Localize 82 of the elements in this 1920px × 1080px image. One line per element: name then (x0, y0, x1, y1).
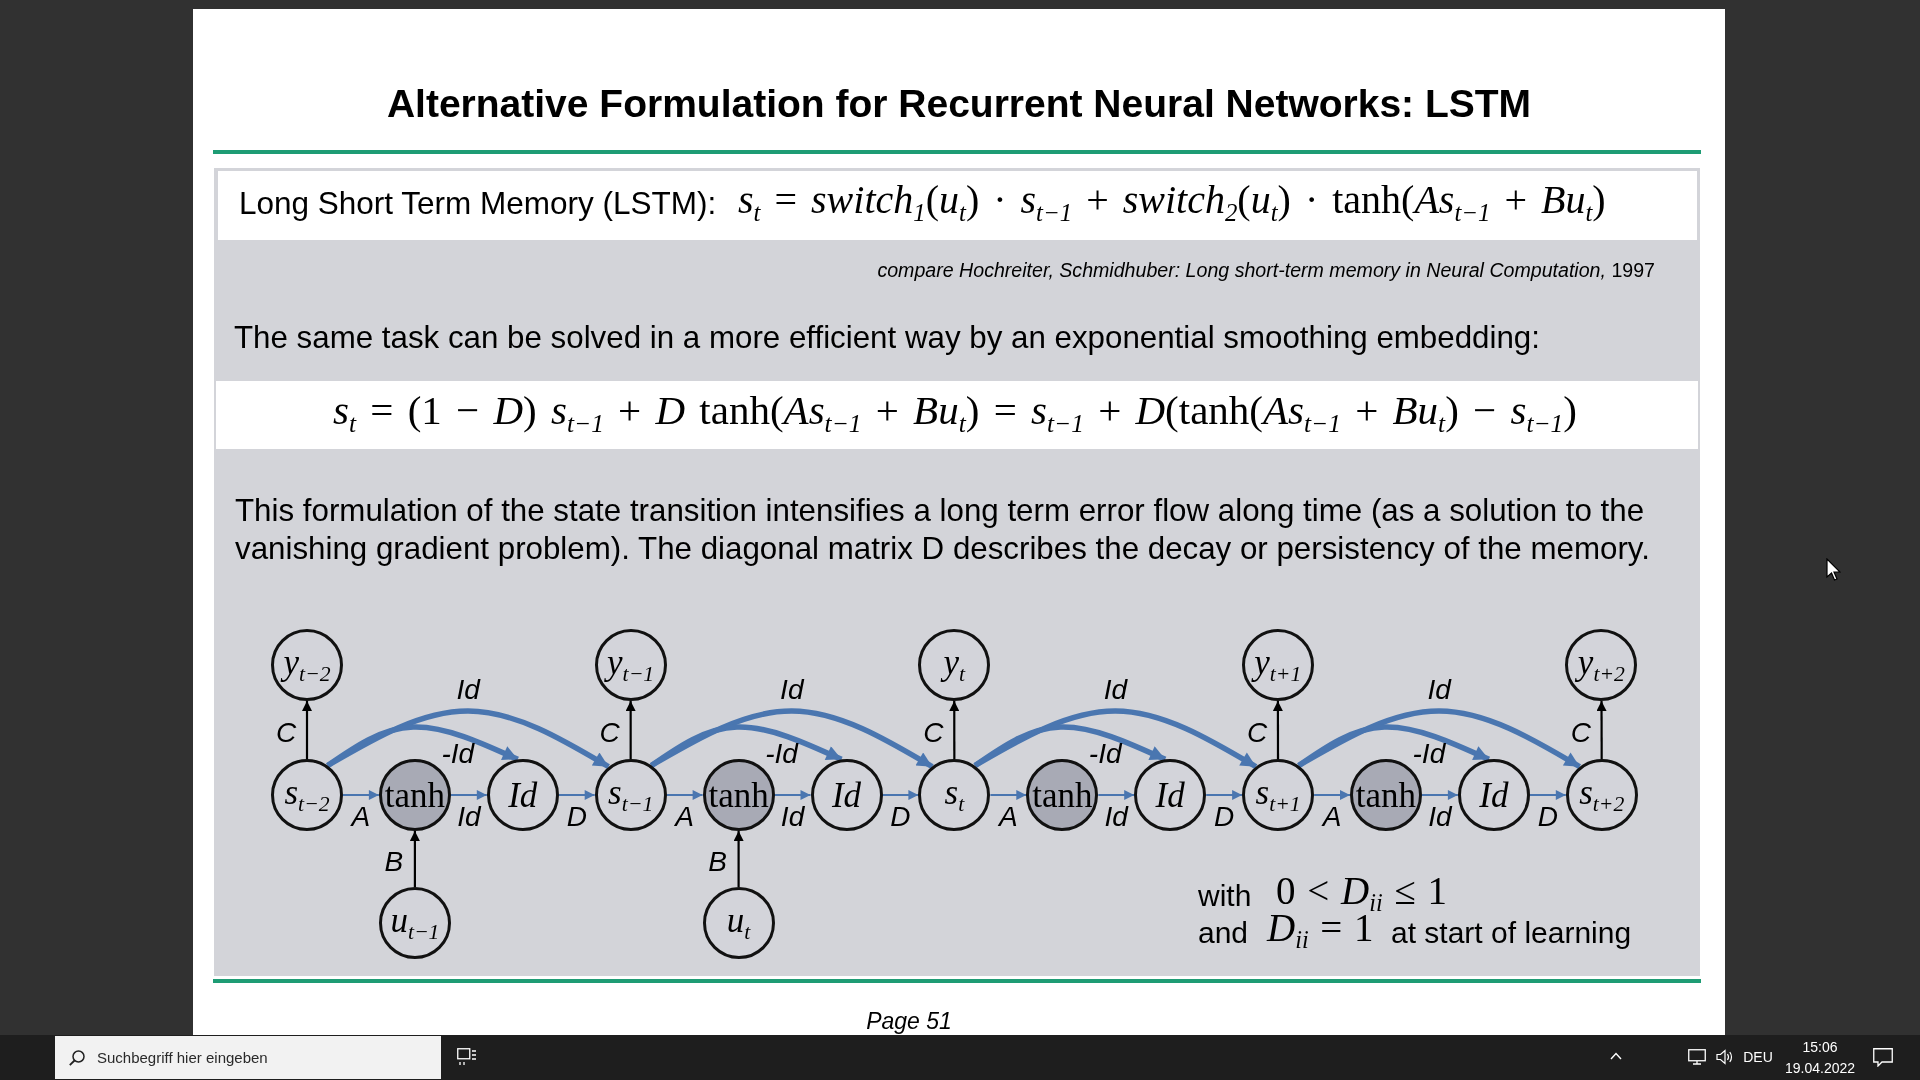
arrow (450, 790, 487, 800)
arrow (882, 790, 919, 800)
arrow (649, 724, 843, 768)
page-number: Page 51 (866, 1009, 952, 1033)
edge-label: D (1537, 803, 1558, 831)
node-label: tanh (708, 777, 769, 813)
edge-label: Id (1428, 803, 1452, 831)
arrow (409, 831, 420, 887)
node-label: s$_{t+2}$ (1579, 774, 1625, 816)
edge-label: -Id (1412, 740, 1446, 768)
node-label: s$_{t−2}$ (284, 774, 330, 816)
arrow (973, 724, 1167, 768)
arrow (558, 790, 595, 800)
slide-title: Alternative Formulation for Recurrent Neural Networks: LSTM (386, 83, 1532, 123)
node-label: Id (508, 777, 538, 813)
body-text: The same task can be solved in a more efficient way by an exponential smoothing embedding: (234, 322, 1540, 354)
node-label: u$_{t}$ (726, 902, 751, 944)
arrow (1098, 790, 1135, 800)
arrow (343, 790, 379, 800)
arrow (1314, 790, 1350, 800)
edge-label: Id (780, 803, 805, 831)
edge-label: Id (1427, 676, 1451, 704)
edge-label: Id (1104, 803, 1128, 831)
arrow (1422, 790, 1458, 800)
node-label: tanh (384, 777, 445, 813)
arrow (1529, 790, 1566, 800)
paragraph: This formulation of the state transition intensifies a long term error flow along time (as a solution to the vanishing gradient problem). The diagonal matrix D describes the decay or persistency of the memory. (235, 492, 1651, 568)
arrow (326, 724, 519, 768)
node-label: Id (1479, 777, 1509, 813)
citation-text: compare Hochreiter, Schmidhuber: Long short-term memory in Neural Computation, 1997 (877, 261, 1655, 281)
formula: 0 < D$_{ii}$ ≤ 1 (1276, 870, 1447, 916)
edge-label: C (599, 719, 620, 747)
edge-label: A (1322, 803, 1342, 831)
edge-label: -Id (765, 740, 798, 768)
edge-label: Id (456, 676, 480, 704)
arrow (1272, 701, 1283, 759)
condition-text: and (1198, 918, 1249, 948)
clock-date: 19.04.2022 (1784, 1061, 1856, 1075)
condition-text: at start of learning (1391, 918, 1632, 948)
edge-label: C (275, 719, 297, 747)
arrow (625, 701, 636, 759)
node-label: s$_{t−1}$ (608, 774, 654, 816)
condition-text: with (1198, 881, 1252, 911)
node-label: s$_{t}$ (944, 774, 965, 816)
arrow (1596, 701, 1607, 759)
edge-label: C (1570, 719, 1591, 747)
edge-label: B (384, 848, 404, 876)
edge-label: A (999, 803, 1018, 831)
edge-label: A (675, 803, 694, 831)
formula: s$_{t}$ = (1 − D) s$_{t−1}$ + D tanh(As$_{t−1}$ + Bu$_{t}$) = s$_{t−1}$ + D(tanh(As$_{t−1}$ + Bu$_{t}$) − s$_{t−1}$) (333, 390, 1577, 436)
node-label: Id (831, 777, 862, 813)
node-label: tanh (1355, 777, 1417, 813)
arrow (949, 701, 960, 759)
edge-label: C (923, 719, 944, 747)
edge-label: D (1214, 803, 1235, 831)
node-label: tanh (1032, 777, 1093, 813)
arrow (1206, 790, 1243, 800)
node-label: s$_{t+1}$ (1255, 774, 1301, 816)
formula: s$_{t}$ = switch$_{1}$(u$_{t}$) · s$_{t−1}$ + switch$_{2}$(u$_{t}$) · tanh(As$_{t−1}$ + Bu$_{t}$) (738, 180, 1606, 226)
node-label: Id (1155, 777, 1185, 813)
arrow (990, 790, 1027, 800)
arrow (302, 701, 312, 759)
edge-label: -Id (441, 740, 475, 768)
edge-label: A (351, 803, 371, 831)
node-label: y$_{t+2}$ (1577, 644, 1625, 686)
arrow (1297, 724, 1491, 768)
edge-label: B (708, 848, 727, 876)
edge-label: Id (457, 803, 481, 831)
node-label: u$_{t−1}$ (390, 902, 440, 944)
edge-label: Id (780, 676, 804, 704)
edge-label: D (890, 803, 911, 831)
language-indicator: DEU (1743, 1050, 1773, 1064)
search-field: Suchbegriff hier eingeben (55, 1036, 441, 1079)
formula-caption: Long Short Term Memory (LSTM): (239, 188, 717, 220)
clock-time: 15:06 (1802, 1040, 1838, 1054)
edge-label: Id (1103, 676, 1128, 704)
edge-label: D (566, 803, 587, 831)
edge-label: -Id (1088, 740, 1122, 768)
arrow (774, 790, 811, 800)
edge-label: C (1247, 719, 1268, 747)
arrow (733, 831, 744, 887)
arrow (666, 790, 703, 800)
